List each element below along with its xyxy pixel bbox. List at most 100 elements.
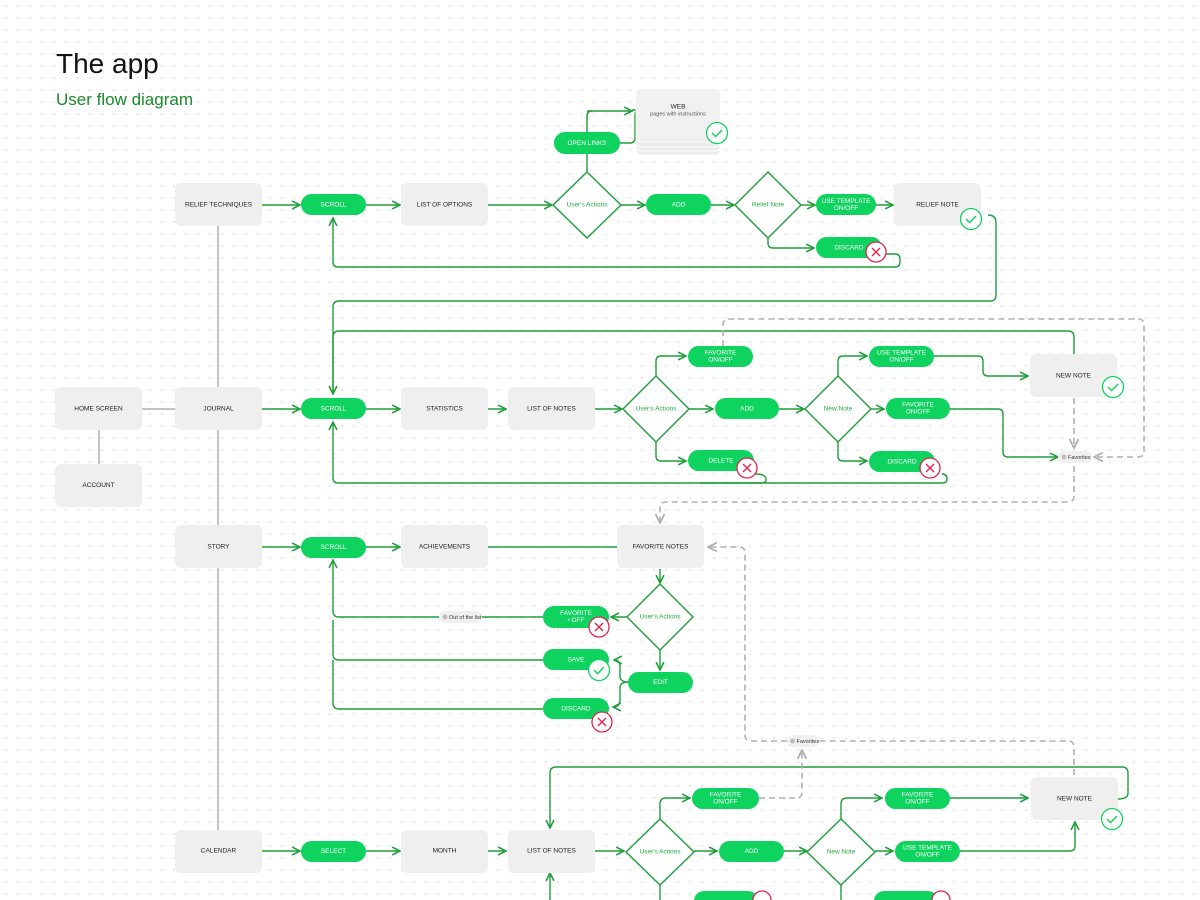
close-icon [752,890,772,900]
flow-connectors [262,110,1129,900]
discard-label: DISCARD [834,245,864,252]
tag-dot-icon [790,738,795,744]
decision-diamonds: User's Actions Relief Note User's Action… [551,171,877,886]
close-icon [931,890,951,900]
users-actions-label: User's Actions [640,614,682,621]
favorite-off-label: FAVORITE [560,610,592,617]
users-actions-diamond [624,818,696,886]
relief-note-decision-label: Relief Note [752,202,785,209]
use-template-pill [895,841,960,862]
achievements-label: ACHIEVEMENTS [419,544,471,551]
add-pill [715,398,779,419]
scroll-pill [301,537,366,558]
list-of-notes-node [508,387,595,430]
add-pill [646,194,711,215]
add-pill [719,841,784,862]
favorite-pill [886,398,950,419]
home-screen-node [55,387,142,430]
use-template-pill [816,194,876,215]
new-note-node [1031,777,1118,820]
list-of-options-label: LIST OF OPTIONS [417,202,473,209]
calendar-label: CALENDAR [201,848,237,855]
favorite-label: FAVORITE [902,402,934,409]
web-subtitle: pages with instructions [650,111,706,117]
users-actions-diamond [622,375,690,443]
favorite-pill [692,788,759,809]
check-icon [1100,807,1124,831]
select-pill [301,841,366,862]
action-pills: SCROLL OPEN LINKS ADD USE TEMPLATE ON/OF… [301,132,960,900]
new-note-label: NEW NOTE [1057,796,1093,803]
close-icon [865,241,887,263]
close-icon [919,457,941,479]
favorite-pill [688,346,753,367]
favorite-sublabel: ON/OFF [713,799,738,806]
story-node [175,525,262,568]
favorite-sublabel: ON/OFF [905,799,930,806]
add-label: ADD [740,406,754,413]
screen-nodes: RELIEF TECHNIQUES LIST OF OPTIONS RELIEF… [55,183,1118,873]
web-title: WEB [671,104,686,111]
home-screen-label: HOME SCREEN [74,406,123,413]
relief-note-label: RELIEF NOTE [916,202,959,209]
achievements-node [401,525,488,568]
scroll-pill [301,398,366,419]
calendar-node [175,830,262,873]
check-icon [705,121,729,145]
new-note-diamond [805,818,877,886]
use-template-label: USE TEMPLATE [877,350,927,357]
use-template-sublabel: ON/OFF [834,205,859,212]
check-icon [959,207,983,231]
relief-note-node [894,183,981,226]
list-of-notes-label: LIST OF NOTES [527,848,576,855]
open-links-pill [554,132,620,154]
web-pages-card: WEB pages with instructions [635,89,721,156]
favorites-dashed-links [660,318,1145,799]
favorite-notes-label: FAVORITE NOTES [633,544,690,551]
discard-pill [543,698,609,719]
use-template-pill [869,346,934,367]
month-node [401,830,488,873]
edit-label: EDIT [653,679,668,686]
tags: Favorites Favorites Out of the list [439,451,1092,747]
relief-techniques-label: RELIEF TECHNIQUES [185,202,253,209]
save-label: SAVE [568,657,586,664]
select-label: SELECT [321,848,346,855]
favorite-label: FAVORITE [705,350,737,357]
journal-label: JOURNAL [203,406,234,413]
statistics-label: STATISTICS [426,406,463,413]
check-badges [587,121,1125,831]
discard-label: DISCARD [887,459,917,466]
new-note-diamond [804,375,872,443]
check-icon [587,658,611,682]
add-label: ADD [672,202,686,209]
check-icon [1101,375,1125,399]
open-links-label: OPEN LINKS [567,140,607,147]
list-of-notes-label: LIST OF NOTES [527,406,576,413]
favorites-tag-label: Favorites [1068,455,1091,461]
favorite-sublabel: ON/OFF [906,409,931,416]
scroll-label: SCROLL [320,202,346,209]
discard-label: DISCARD [561,706,591,713]
page-subtitle: User flow diagram [56,90,193,109]
tag-dot-icon [442,614,448,620]
delete-label: DELETE [708,458,734,465]
scroll-label: SCROLL [320,544,346,551]
edit-pill [628,672,693,693]
story-label: STORY [207,544,230,551]
out-of-list-label: Out of the list [449,615,482,621]
favorites-tag [1058,451,1092,463]
use-template-label: USE TEMPLATE [822,198,872,205]
favorite-off-sublabel: • OFF [567,617,584,624]
add-label: ADD [745,848,759,855]
close-icon [588,616,610,638]
users-actions-diamond [551,171,623,239]
scroll-label: SCROLL [320,406,346,413]
list-of-options-node [401,183,488,226]
account-label: ACCOUNT [82,482,114,489]
users-actions-label: User's Actions [640,849,682,856]
use-template-sublabel: ON/OFF [915,852,940,859]
tag-dot-icon [1061,454,1067,460]
list-of-notes-node [508,830,595,873]
